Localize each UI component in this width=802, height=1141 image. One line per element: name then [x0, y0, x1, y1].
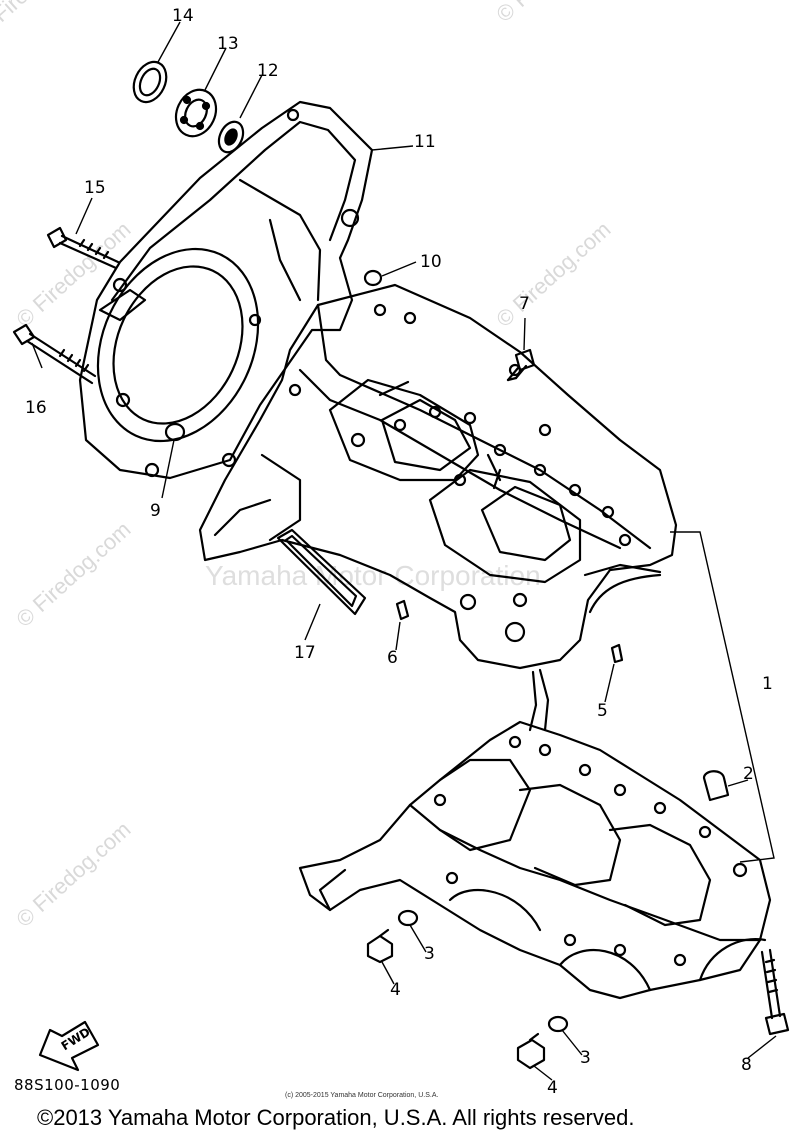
leader-lines — [31, 21, 777, 1081]
crankcase-cover-11 — [78, 100, 374, 480]
watermark-center: Yamaha Motor Corporation — [205, 560, 541, 591]
callout-4-b: 4 — [547, 1078, 558, 1098]
bolt-16 — [12, 323, 97, 385]
forward-arrow-icon — [38, 1020, 100, 1072]
bolt-8 — [760, 948, 790, 1036]
washer-3-a — [397, 909, 419, 927]
callout-3-a: 3 — [424, 944, 435, 964]
callout-10: 10 — [420, 252, 442, 272]
callout-13: 13 — [217, 34, 239, 54]
dowel-pin-9 — [164, 422, 186, 442]
oil-seal-14 — [132, 60, 168, 104]
callout-15: 15 — [84, 178, 106, 198]
callout-8: 8 — [741, 1055, 752, 1075]
callout-16: 16 — [25, 398, 47, 418]
washer-3-b — [547, 1015, 569, 1033]
callout-1: 1 — [762, 674, 773, 694]
callout-17: 17 — [294, 643, 316, 663]
callout-11: 11 — [414, 132, 436, 152]
dowel-pin-6 — [395, 599, 410, 621]
bolt-15 — [46, 226, 120, 270]
callout-6: 6 — [387, 648, 398, 668]
bolt-7 — [506, 348, 536, 382]
callout-5: 5 — [597, 701, 608, 721]
nut-4-b — [516, 1032, 546, 1070]
small-copyright: (c) 2005-2015 Yamaha Motor Corporation, … — [285, 1092, 439, 1099]
callout-9: 9 — [150, 501, 161, 521]
nut-4-a — [366, 928, 394, 964]
upper-crankcase — [198, 283, 678, 670]
callout-4-a: 4 — [390, 980, 401, 1000]
callout-7: 7 — [519, 294, 530, 314]
callout-3-b: 3 — [580, 1048, 591, 1068]
callout-2: 2 — [743, 764, 754, 784]
seal-12 — [217, 120, 245, 154]
copyright-footer: ©2013 Yamaha Motor Corporation, U.S.A. A… — [37, 1105, 635, 1130]
lower-crankcase — [298, 668, 772, 1000]
dowel-pin-10 — [363, 269, 383, 287]
callout-14: 14 — [172, 6, 194, 26]
dowel-pin-5 — [610, 643, 624, 664]
bearing-13 — [174, 88, 218, 138]
cap-2 — [702, 770, 730, 802]
gasket-17 — [276, 528, 367, 616]
diagram-part-number: 88S100-1090 — [14, 1076, 121, 1094]
callout-12: 12 — [257, 61, 279, 81]
